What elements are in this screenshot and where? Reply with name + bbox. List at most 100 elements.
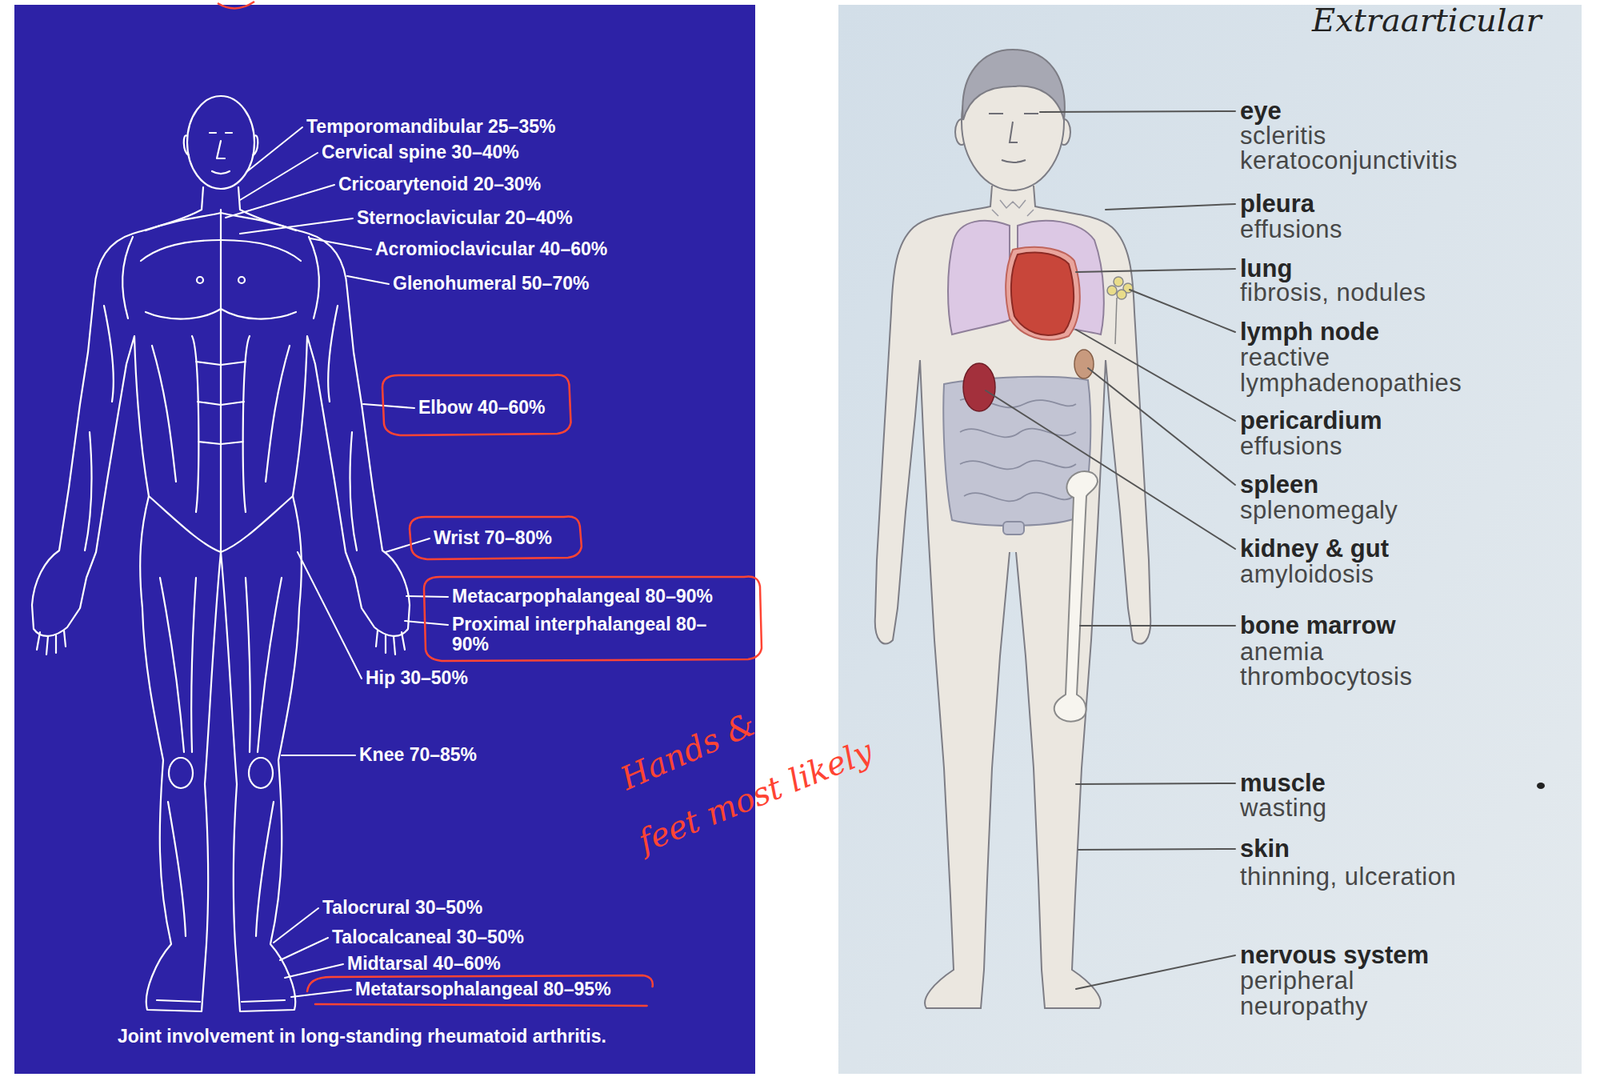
manifestation-label: effusions xyxy=(1240,216,1343,243)
organ-heading: kidney & gut xyxy=(1240,536,1389,562)
leader-line xyxy=(985,390,1236,549)
red-scribble xyxy=(217,1,255,9)
manifestation-label: amyloidosis xyxy=(1240,561,1374,588)
figure-rect xyxy=(1003,521,1024,535)
figure-path xyxy=(252,135,258,156)
organ-heading: skin xyxy=(1240,836,1290,862)
leader-line xyxy=(404,620,448,625)
figure-circle xyxy=(1113,276,1124,287)
figure-path xyxy=(308,236,320,319)
leader-line xyxy=(363,404,415,408)
figure-path xyxy=(122,236,133,319)
figure-path xyxy=(209,132,232,174)
figure-path xyxy=(84,305,114,551)
organ-heading: lung xyxy=(1240,256,1292,282)
red-annotation-loop xyxy=(424,576,762,662)
leader-line xyxy=(291,989,352,997)
red-annotation-loop xyxy=(382,375,572,436)
figure-ellipse xyxy=(248,757,273,788)
manifestation-label: reactive lymphadenopathies xyxy=(1240,344,1536,396)
joint-label: Talocrural 30–50% xyxy=(322,897,483,918)
figure-path xyxy=(220,336,250,512)
figure-path xyxy=(1054,471,1098,722)
organ-heading: lymph node xyxy=(1240,319,1380,345)
figure-path xyxy=(962,49,1065,120)
figure-path xyxy=(32,187,221,1012)
figure-path xyxy=(992,200,1034,216)
manifestation-label: thinning, ulceration xyxy=(1240,864,1456,890)
figure-path xyxy=(988,113,1039,163)
figure-path xyxy=(1005,247,1080,340)
figure-path xyxy=(241,1000,285,1002)
joint-label: Talocalcaneal 30–50% xyxy=(332,927,524,948)
figure-caption: Joint involvement in long-standing rheum… xyxy=(117,1026,607,1047)
figure-ellipse xyxy=(187,96,255,189)
figure-path xyxy=(220,345,293,552)
leader-line xyxy=(281,754,356,756)
figure-circle xyxy=(1116,289,1127,300)
leader-line xyxy=(240,218,353,234)
figure-path xyxy=(328,305,357,551)
joint-label: Hip 30–50% xyxy=(365,668,468,688)
figure-circle xyxy=(238,276,245,284)
leader-line xyxy=(246,127,303,172)
leader-line xyxy=(1076,329,1236,421)
figure-path xyxy=(948,220,1010,335)
figure-path xyxy=(245,577,282,752)
organ-heading: eye xyxy=(1240,98,1282,124)
leader-line xyxy=(297,552,362,679)
leader-line xyxy=(347,276,389,284)
figure-path xyxy=(220,240,301,320)
red-annotation-line xyxy=(315,1004,648,1006)
right-panel xyxy=(838,4,1582,1074)
leader-line xyxy=(1040,111,1236,112)
manifestation-label: keratoconjunctivitis xyxy=(1240,148,1458,174)
leader-line xyxy=(310,238,372,250)
left-panel xyxy=(14,4,756,1074)
joint-label: Sternoclavicular 20–40% xyxy=(356,208,573,228)
manifestation-label: fibrosis, nodules xyxy=(1240,280,1427,306)
leader-line xyxy=(284,964,344,978)
leader-line xyxy=(273,908,319,943)
joint-label: Midtarsal 40–60% xyxy=(347,953,501,974)
leader-line xyxy=(280,937,328,960)
figure-path xyxy=(1115,297,1117,344)
figure-path xyxy=(160,577,196,752)
figure-ellipse xyxy=(1074,349,1094,379)
leader-line xyxy=(1076,268,1236,272)
figure-path xyxy=(156,1000,200,1002)
figure-path xyxy=(220,209,222,552)
joint-label: Metatarsophalangeal 80–95% xyxy=(355,979,612,1000)
leader-line xyxy=(1080,624,1236,627)
joint-label: Knee 70–85% xyxy=(359,744,477,765)
figure-ellipse xyxy=(963,363,996,412)
leader-line xyxy=(1076,783,1236,784)
figure-circle xyxy=(196,276,204,284)
handwritten-note: Extraarticular xyxy=(1312,1,1542,39)
organ-heading: muscle xyxy=(1240,770,1326,796)
organ-heading: spleen xyxy=(1240,472,1319,498)
figure-path xyxy=(184,135,189,156)
leader-line xyxy=(1129,289,1236,332)
manifestation-label: thrombocytosis xyxy=(1240,664,1412,690)
organ-heading: pleura xyxy=(1240,191,1315,217)
muscle-figure xyxy=(32,96,410,1012)
figure-circle xyxy=(1107,285,1117,296)
joint-label: Metacarpophalangeal 80–90% xyxy=(452,586,713,607)
joint-label: Cervical spine 30–40% xyxy=(321,142,520,163)
figure-path xyxy=(376,630,405,655)
figure-path xyxy=(256,801,274,936)
manifestation-label: splenomegaly xyxy=(1240,497,1398,524)
manifestation-label: effusions xyxy=(1240,433,1343,460)
figure-path xyxy=(1011,252,1074,336)
figure-g xyxy=(220,135,410,1012)
manifestation-label: anemia xyxy=(1240,639,1324,665)
body-figure xyxy=(875,49,1151,1008)
figure-path xyxy=(36,630,66,655)
red-annotation-loop xyxy=(409,516,582,560)
joint-label: Cricoarytenoid 20–30% xyxy=(338,174,541,195)
manifestation-label: peripheral neuropathy xyxy=(1240,968,1440,1020)
leader-line xyxy=(406,596,448,597)
figure-path xyxy=(192,336,221,512)
